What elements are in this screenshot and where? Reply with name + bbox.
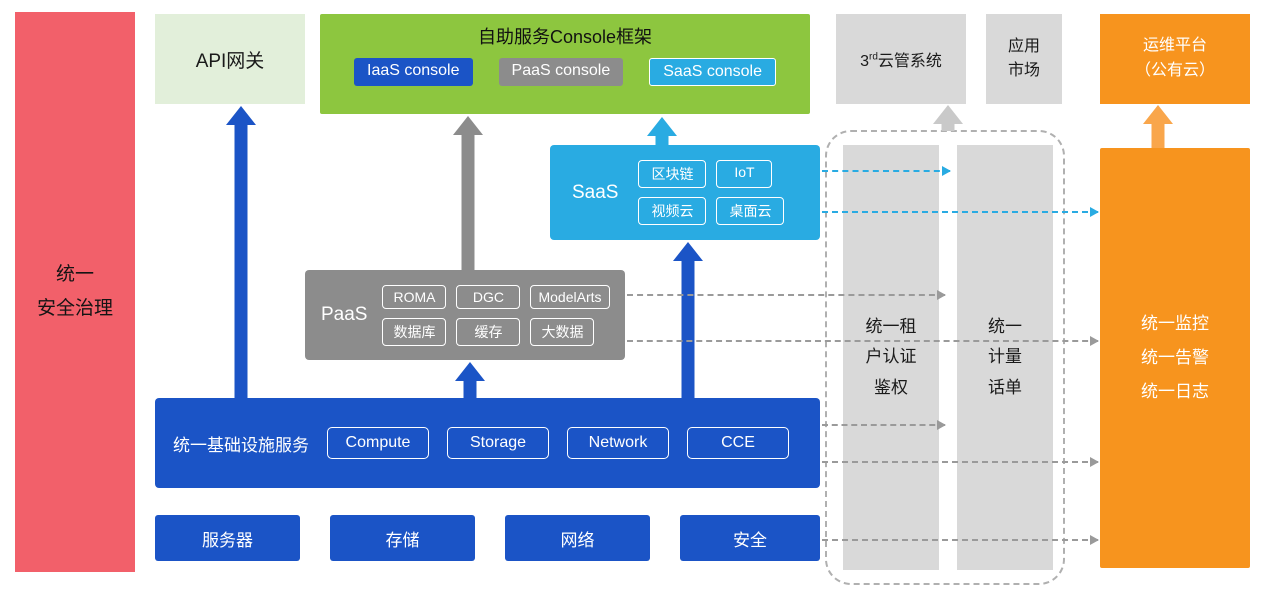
chip-video-cloud: 视频云 <box>638 197 707 225</box>
chip-desktop-cloud: 桌面云 <box>716 197 785 225</box>
chip-network: Network <box>567 427 669 459</box>
console-framework-box: 自助服务Console框架 IaaS console PaaS console … <box>320 14 810 114</box>
saas-chip-grid: 区块链 IoT 视频云 桌面云 <box>638 160 785 225</box>
arrow-infra-to-api-gateway <box>225 106 257 398</box>
paas-chip-grid: ROMA DGC ModelArts 数据库 缓存 大数据 <box>382 284 610 346</box>
console-framework-title: 自助服务Console框架 <box>477 27 653 47</box>
arrow-infra-to-saas <box>672 242 704 398</box>
network-box: 网络 <box>505 515 650 561</box>
arrow-saas-to-console <box>646 117 678 145</box>
saas-layer-label: SaaS <box>572 181 619 203</box>
connector-saas-to-auth <box>822 166 951 176</box>
chip-database: 数据库 <box>382 317 447 346</box>
server-box: 服务器 <box>155 515 300 561</box>
chip-compute: Compute <box>327 427 429 459</box>
saas-console-button: SaaS console <box>649 58 776 86</box>
iaas-console-button: IaaS console <box>354 58 473 86</box>
paas-console-button: PaaS console <box>498 58 624 86</box>
om-platform-box: 运维平台 （公有云） <box>1100 14 1250 104</box>
storage-box: 存储 <box>330 515 475 561</box>
chip-bigdata: 大数据 <box>530 317 595 346</box>
console-button-row: IaaS console PaaS console SaaS console <box>320 58 810 86</box>
monitoring-alarm-log-bar: 统一监控 统一告警 统一日志 <box>1100 148 1250 568</box>
third-party-label: 3rd云管系统 <box>860 51 942 70</box>
connector-infra-to-monitoring <box>822 457 1099 467</box>
connector-paas-to-monitoring <box>627 336 1099 346</box>
connector-saas-to-monitoring <box>822 207 1099 217</box>
chip-cache: 缓存 <box>456 317 521 346</box>
security-governance-bar: 统一 安全治理 <box>15 12 135 572</box>
chip-dgc: DGC <box>456 284 521 309</box>
infrastructure-services-box: 统一基础设施服务 Compute Storage Network CCE <box>155 398 820 488</box>
chip-storage: Storage <box>447 427 549 459</box>
arrow-paas-to-console <box>452 116 484 270</box>
tenant-auth-bar: 统一租 户认证 鉴权 <box>843 145 939 570</box>
chip-cce: CCE <box>687 427 789 459</box>
connector-infra-to-auth <box>822 420 946 430</box>
chip-modelarts: ModelArts <box>530 284 610 309</box>
arrow-to-third-party-mgmt <box>932 105 964 131</box>
connector-paas-to-auth <box>627 290 946 300</box>
arrow-infra-to-paas <box>454 362 486 398</box>
chip-roma: ROMA <box>382 284 447 309</box>
metering-billing-bar: 统一 计量 话单 <box>957 145 1053 570</box>
connector-security-to-monitoring <box>822 535 1099 545</box>
third-party-cloud-mgmt-box: 3rd云管系统 <box>836 14 966 104</box>
infrastructure-label: 统一基础设施服务 <box>173 435 309 455</box>
chip-blockchain: 区块链 <box>638 160 707 188</box>
paas-layer-label: PaaS <box>321 304 368 325</box>
arrow-to-om-platform <box>1142 105 1174 148</box>
paas-layer-box: PaaS ROMA DGC ModelArts 数据库 缓存 大数据 <box>305 270 625 360</box>
app-market-box: 应用 市场 <box>986 14 1062 104</box>
api-gateway-box: API网关 <box>155 14 305 104</box>
shared-services-group <box>825 130 1065 585</box>
security-box: 安全 <box>680 515 820 561</box>
chip-iot: IoT <box>716 160 773 188</box>
saas-layer-box: SaaS 区块链 IoT 视频云 桌面云 <box>550 145 820 240</box>
